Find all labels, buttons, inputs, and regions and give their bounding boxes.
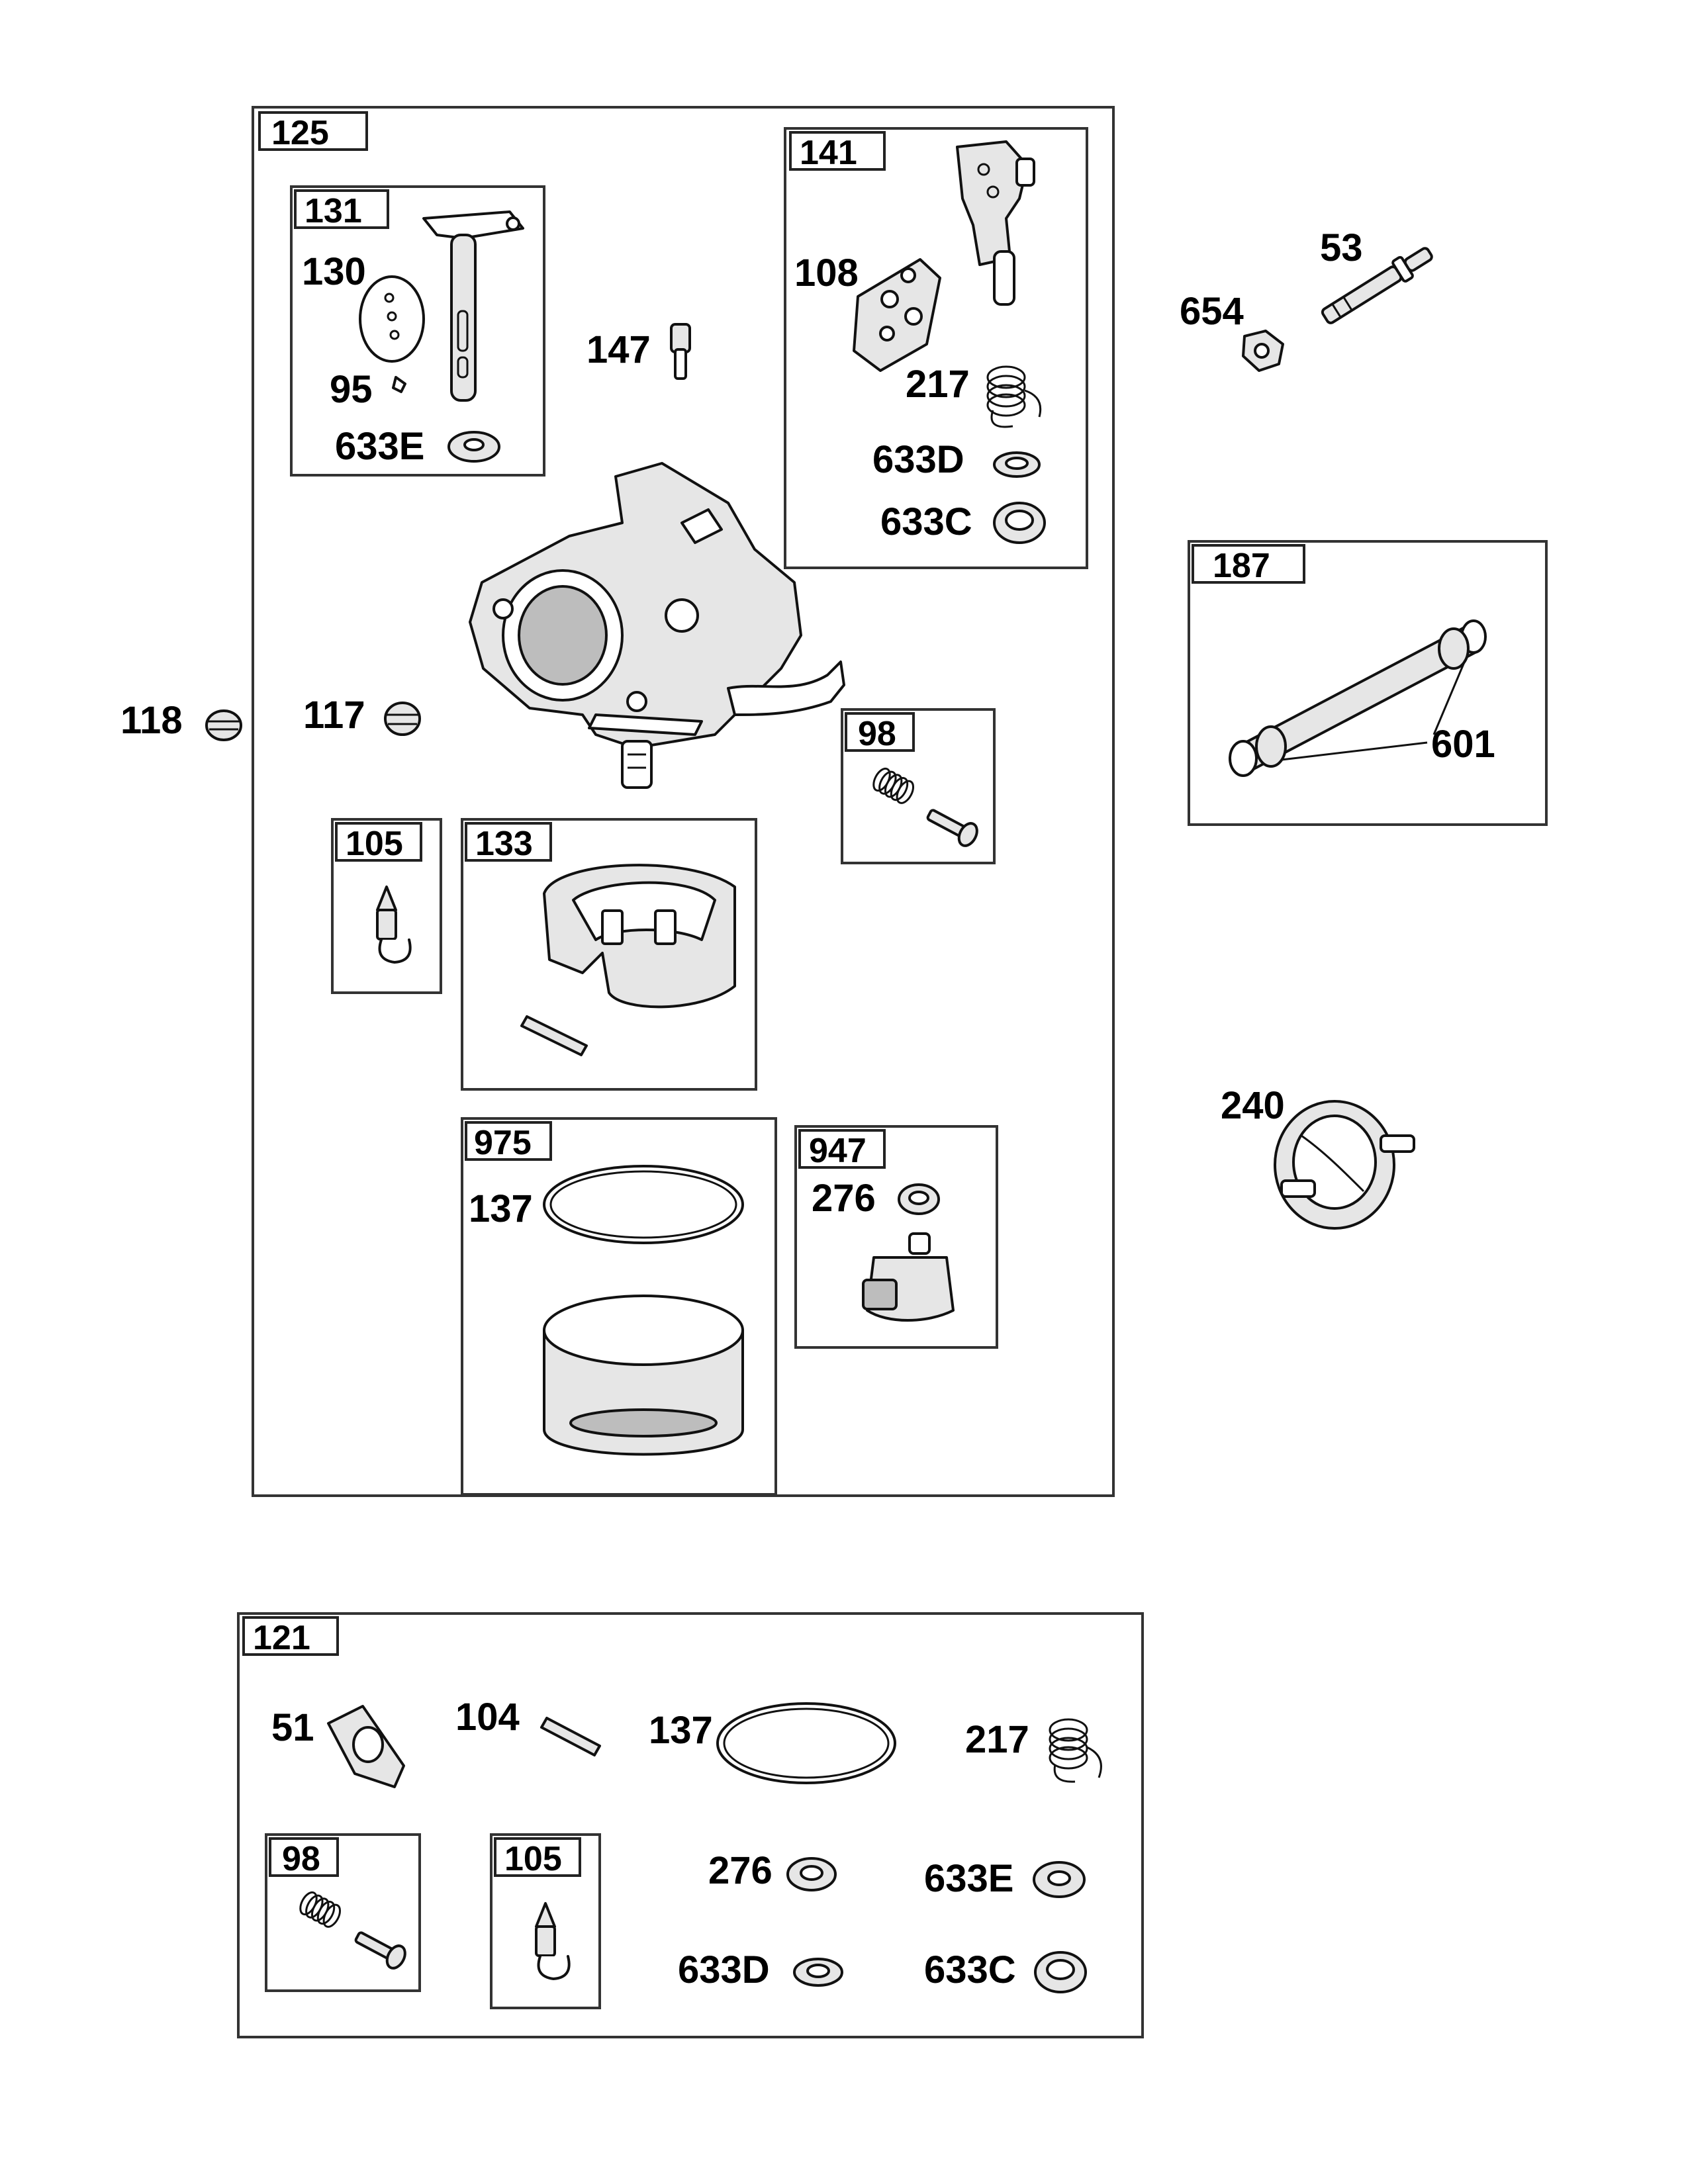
kit-washer-633D-icon <box>793 1958 843 1987</box>
part-117-label: 117 <box>303 694 365 737</box>
spring-kit-217-icon <box>1049 1718 1102 1783</box>
assembly-133-frame <box>461 818 757 1091</box>
part-633E-label: 633E <box>335 425 424 468</box>
kit-105-frame <box>490 1833 601 2009</box>
kit-part-633E-label: 633E <box>924 1857 1013 1900</box>
kit-part-104-label: 104 <box>455 1696 520 1739</box>
assembly-105-frame <box>331 818 442 994</box>
kit-121-frame <box>237 1612 1144 2038</box>
part-654-label: 654 <box>1180 290 1244 333</box>
gasket-51-icon <box>327 1705 405 1788</box>
assembly-187-label: 187 <box>1213 547 1270 585</box>
part-633D-label: 633D <box>872 438 964 481</box>
screw-95-icon <box>392 376 406 393</box>
part-53-label: 53 <box>1320 226 1363 269</box>
kit-121-label: 121 <box>253 1619 310 1657</box>
o-ring-kit-137-icon <box>716 1702 896 1784</box>
hose-clamp-icon <box>1255 627 1470 768</box>
plug-118-icon <box>205 709 242 741</box>
part-633C-label: 633C <box>880 500 972 543</box>
assembly-98-label: 98 <box>858 715 896 753</box>
kit-part-633C-label: 633C <box>924 1948 1016 1991</box>
part-240-label: 240 <box>1221 1084 1285 1127</box>
fuel-pump-icon <box>1274 1100 1415 1230</box>
o-ring-137-icon <box>543 1165 744 1244</box>
washer-633C-icon <box>993 502 1046 544</box>
kit-part-51-label: 51 <box>271 1706 314 1749</box>
kit-105-label: 105 <box>504 1840 562 1878</box>
choke-shaft-icon <box>422 210 524 402</box>
kit-part-137-label: 137 <box>649 1709 713 1752</box>
washer-633D-icon <box>993 451 1041 478</box>
assembly-947-label: 947 <box>809 1132 867 1170</box>
float-pin-icon <box>520 1015 588 1056</box>
assembly-975-label: 975 <box>474 1124 532 1162</box>
part-217-label: 217 <box>906 363 970 406</box>
assembly-131-label: 131 <box>305 192 362 230</box>
nut-654-icon <box>1242 330 1284 372</box>
assembly-133-label: 133 <box>475 825 533 863</box>
spring-217-icon <box>986 365 1042 428</box>
assembly-947-frame <box>794 1125 998 1349</box>
idle-screw-spring-icon <box>872 767 978 847</box>
part-95-label: 95 <box>330 368 373 411</box>
washer-633E-icon <box>447 431 500 463</box>
part-108-label: 108 <box>794 251 859 295</box>
float-bowl-icon <box>543 1295 744 1456</box>
solenoid-icon <box>862 1232 955 1322</box>
kit-part-633D-label: 633D <box>678 1948 770 1991</box>
part-130-label: 130 <box>302 250 366 293</box>
plug-117-icon <box>384 702 421 736</box>
part-601-label: 601 <box>1431 723 1495 766</box>
assembly-975-frame <box>461 1117 777 1496</box>
part-118-label: 118 <box>120 699 183 742</box>
kit-part-276-label: 276 <box>708 1849 773 1892</box>
needle-valve-icon <box>376 886 412 964</box>
assembly-187-frame <box>1188 540 1548 826</box>
assembly-141-label: 141 <box>800 134 857 172</box>
assembly-125-label: 125 <box>271 114 329 152</box>
washer-276-icon <box>898 1183 940 1215</box>
pin-104-icon <box>540 1717 601 1756</box>
assembly-98-frame <box>841 708 996 864</box>
fitting-53-icon <box>1321 247 1433 324</box>
kit-washer-633C-icon <box>1034 1951 1087 1993</box>
kit-part-217-label: 217 <box>965 1718 1029 1761</box>
kit-washer-633E-icon <box>1033 1861 1086 1898</box>
assembly-131-frame <box>290 185 545 477</box>
kit-98-frame <box>265 1833 421 1992</box>
float-icon <box>543 864 736 1009</box>
screw-147-icon <box>670 323 691 380</box>
kit-idle-screw-spring-icon <box>299 1891 406 1970</box>
part-147-label: 147 <box>586 328 651 371</box>
kit-needle-valve-icon <box>535 1902 571 1980</box>
throttle-shaft-icon <box>956 140 1035 306</box>
kit-washer-276-icon <box>786 1857 837 1891</box>
part-137-label: 137 <box>469 1187 533 1230</box>
kit-98-label: 98 <box>282 1840 320 1878</box>
gasket-108-icon <box>853 258 941 372</box>
carburetor-body-icon <box>469 462 845 789</box>
assembly-105-label: 105 <box>346 825 403 863</box>
part-276-label: 276 <box>812 1177 876 1220</box>
choke-plate-icon <box>359 275 425 363</box>
assembly-141-frame <box>784 127 1088 569</box>
